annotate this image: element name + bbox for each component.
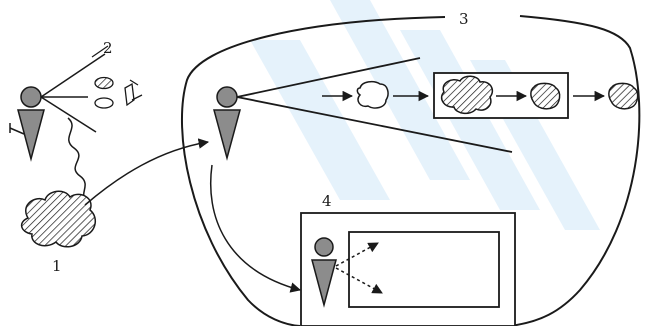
observer-figure-left [9, 86, 45, 162]
view-cone-left [40, 53, 106, 133]
perceived-objects [94, 76, 143, 109]
view-cone-center [236, 57, 513, 153]
label-2: 2 [103, 39, 113, 57]
process-chain [322, 72, 639, 119]
observer-figure-box4 [311, 237, 337, 308]
label-1: 1 [52, 257, 62, 275]
label-2-leader [91, 45, 109, 58]
label-4: 4 [322, 192, 332, 210]
source-cloud [20, 190, 97, 248]
hatched-blob-2 [608, 82, 639, 110]
label-3: 3 [459, 10, 469, 28]
region-3-boundary [181, 15, 641, 326]
arrow-figure-to-box4 [209, 164, 302, 293]
empty-blob [356, 80, 389, 109]
hatched-cloud-small [440, 75, 494, 115]
inner-display [348, 231, 500, 308]
wavy-connector [67, 117, 86, 197]
hatched-blob-1 [530, 82, 561, 110]
dashed-arrows [335, 242, 383, 294]
arrow-cloud-to-figure [84, 138, 210, 206]
observer-figure-center [213, 86, 241, 161]
